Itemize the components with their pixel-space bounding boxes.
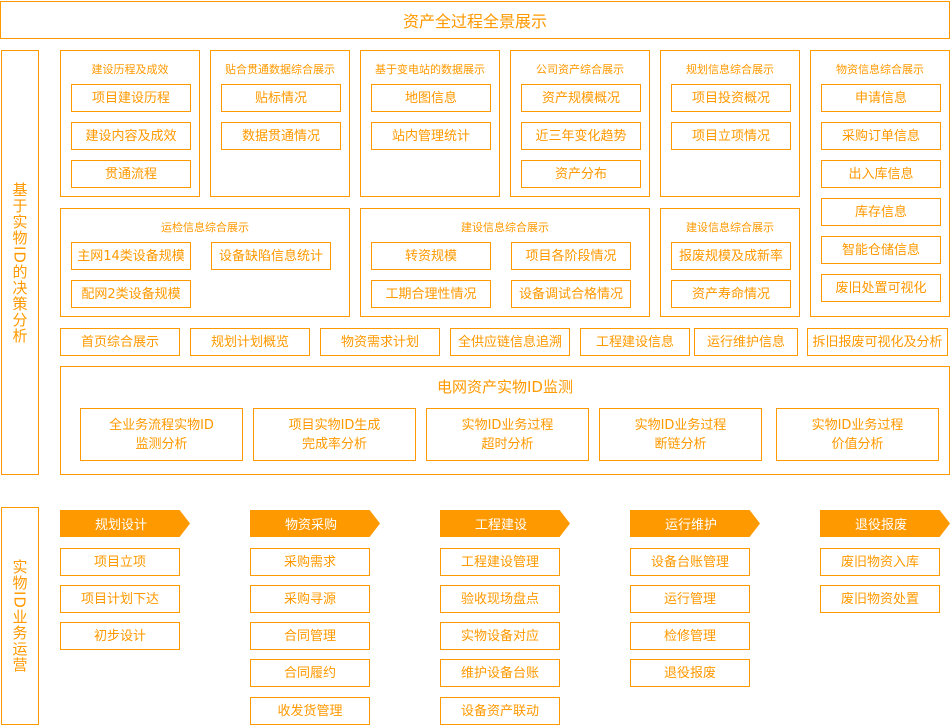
stage-header: 工程建设 xyxy=(440,510,570,537)
group-item-button[interactable]: 资产寿命情况 xyxy=(671,280,791,308)
group-item-button[interactable]: 设备缺陷信息统计 xyxy=(211,242,331,270)
group-item-button[interactable]: 申请信息 xyxy=(821,84,941,112)
stage-header: 物资采购 xyxy=(250,510,380,537)
stage-item-button[interactable]: 退役报废 xyxy=(630,659,750,687)
stage-item-button[interactable]: 废旧物资处置 xyxy=(820,585,940,613)
monitor-item-line: 项目实物ID生成 xyxy=(288,417,381,433)
group-panel xyxy=(360,208,650,317)
nav-button[interactable]: 规划计划概览 xyxy=(190,328,310,356)
group-item-button[interactable]: 建设内容及成效 xyxy=(71,122,191,150)
group-title: 基于变电站的数据展示 xyxy=(375,63,485,76)
nav-button[interactable]: 物资需求计划 xyxy=(320,328,440,356)
nav-button[interactable]: 运行维护信息 xyxy=(694,328,798,356)
group-item-button[interactable]: 资产分布 xyxy=(521,160,641,188)
stage-item-button[interactable]: 运行管理 xyxy=(630,585,750,613)
group-item-button[interactable]: 贯通流程 xyxy=(71,160,191,188)
stage-item-button[interactable]: 合同管理 xyxy=(250,622,370,650)
page-title: 资产全过程全景展示 xyxy=(0,1,950,39)
group-title: 运检信息综合展示 xyxy=(161,221,249,234)
group-item-button[interactable]: 出入库信息 xyxy=(821,160,941,188)
monitor-item-button[interactable]: 实物ID业务过程价值分析 xyxy=(776,408,939,461)
group-item-button[interactable]: 项目投资概况 xyxy=(671,84,791,112)
section-operations-label: 实物ID业务运营 xyxy=(1,507,39,725)
monitor-item-button[interactable]: 全业务流程实物ID 监测分析 xyxy=(80,408,243,461)
monitor-item-line: 超时分析 xyxy=(481,436,534,452)
group-panel xyxy=(360,50,500,197)
stage-header: 规划设计 xyxy=(60,510,190,537)
monitor-item-line: 实物ID业务过程 xyxy=(634,417,727,433)
group-item-button[interactable]: 工期合理性情况 xyxy=(371,280,491,308)
monitor-item-line: 实物ID业务过程 xyxy=(461,417,554,433)
group-panel xyxy=(210,50,350,197)
monitor-item-line: 价值分析 xyxy=(831,436,884,452)
group-item-button[interactable]: 设备调试合格情况 xyxy=(511,280,631,308)
monitor-item-line: 监测分析 xyxy=(135,436,188,452)
group-item-button[interactable]: 采购订单信息 xyxy=(821,122,941,150)
stage-item-button[interactable]: 工程建设管理 xyxy=(440,548,560,576)
stage-item-button[interactable]: 维护设备台账 xyxy=(440,659,560,687)
group-item-button[interactable]: 数据贯通情况 xyxy=(221,122,341,150)
monitor-item-line: 全业务流程实物ID xyxy=(109,417,214,433)
group-panel xyxy=(60,50,200,197)
group-panel xyxy=(60,208,350,317)
group-item-button[interactable]: 转资规模 xyxy=(371,242,491,270)
nav-button[interactable]: 拆旧报废可视化及分析 xyxy=(807,328,948,356)
monitor-item-line: 完成率分析 xyxy=(301,436,367,452)
group-item-button[interactable]: 库存信息 xyxy=(821,198,941,226)
nav-button[interactable]: 工程建设信息 xyxy=(580,328,690,356)
stage-item-button[interactable]: 项目计划下达 xyxy=(60,585,180,613)
monitor-item-button[interactable]: 实物ID业务过程超时分析 xyxy=(426,408,589,461)
group-item-button[interactable]: 近三年变化趋势 xyxy=(521,122,641,150)
group-item-button[interactable]: 报废规模及成新率 xyxy=(671,242,791,270)
nav-button[interactable]: 全供应链信息追溯 xyxy=(450,328,570,356)
group-item-button[interactable]: 贴标情况 xyxy=(221,84,341,112)
stage-item-button[interactable]: 采购寻源 xyxy=(250,585,370,613)
group-item-button[interactable]: 项目立项情况 xyxy=(671,122,791,150)
stage-item-button[interactable]: 合同履约 xyxy=(250,659,370,687)
group-panel xyxy=(510,50,650,197)
stage-item-button[interactable]: 废旧物资入库 xyxy=(820,548,940,576)
monitor-title: 电网资产实物ID监测 xyxy=(437,378,573,396)
group-title: 建设信息综合展示 xyxy=(686,221,774,234)
group-item-button[interactable]: 资产规模概况 xyxy=(521,84,641,112)
group-item-button[interactable]: 主网14类设备规模 xyxy=(71,242,191,270)
group-item-button[interactable]: 智能仓储信息 xyxy=(821,236,941,264)
group-item-button[interactable]: 地图信息 xyxy=(371,84,491,112)
group-title: 物资信息综合展示 xyxy=(836,63,924,76)
monitor-item-line: 断链分析 xyxy=(654,436,707,452)
group-item-button[interactable]: 项目各阶段情况 xyxy=(511,242,631,270)
group-item-button[interactable]: 项目建设历程 xyxy=(71,84,191,112)
stage-item-button[interactable]: 设备资产联动 xyxy=(440,697,560,725)
group-item-button[interactable]: 废旧处置可视化 xyxy=(821,274,941,302)
stage-item-button[interactable]: 检修管理 xyxy=(630,622,750,650)
group-title: 贴合贯通数据综合展示 xyxy=(225,63,335,76)
group-item-button[interactable]: 站内管理统计 xyxy=(371,122,491,150)
group-item-button[interactable]: 配网2类设备规模 xyxy=(71,280,191,308)
group-panel xyxy=(660,208,800,317)
stage-item-button[interactable]: 设备台账管理 xyxy=(630,548,750,576)
stage-item-button[interactable]: 项目立项 xyxy=(60,548,180,576)
stage-item-button[interactable]: 实物设备对应 xyxy=(440,622,560,650)
stage-item-button[interactable]: 验收现场盘点 xyxy=(440,585,560,613)
group-title: 建设历程及成效 xyxy=(91,63,169,76)
stage-header: 退役报废 xyxy=(820,510,950,537)
group-panel xyxy=(660,50,800,197)
nav-button[interactable]: 首页综合展示 xyxy=(60,328,180,356)
section-decision-analysis-label: 基于实物ID的决策分析 xyxy=(1,50,39,475)
monitor-item-line: 实物ID业务过程 xyxy=(811,417,904,433)
group-title: 公司资产综合展示 xyxy=(536,63,624,76)
stage-header: 运行维护 xyxy=(630,510,760,537)
stage-item-button[interactable]: 收发货管理 xyxy=(250,697,370,725)
monitor-item-button[interactable]: 实物ID业务过程断链分析 xyxy=(599,408,762,461)
group-title: 建设信息综合展示 xyxy=(461,221,549,234)
stage-item-button[interactable]: 初步设计 xyxy=(60,622,180,650)
stage-item-button[interactable]: 采购需求 xyxy=(250,548,370,576)
monitor-item-button[interactable]: 项目实物ID生成完成率分析 xyxy=(253,408,416,461)
group-title: 规划信息综合展示 xyxy=(686,63,774,76)
